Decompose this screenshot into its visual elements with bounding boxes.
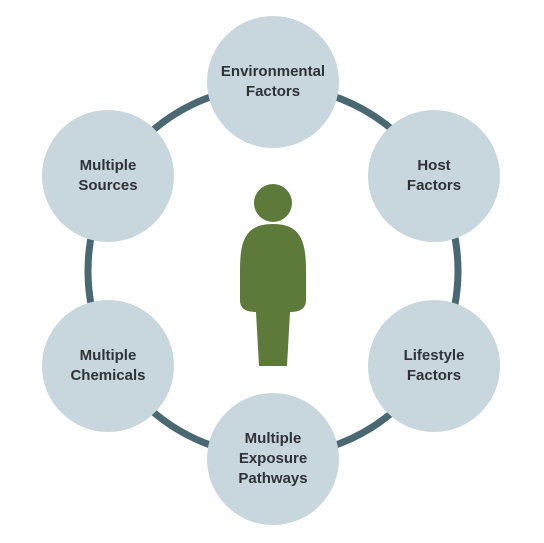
node-label: Multiple Sources [78, 157, 138, 194]
node-multiple-sources: Multiple Sources [42, 110, 174, 242]
node-label: Host Factors [406, 157, 462, 194]
node-host-factors: Host Factors [368, 110, 500, 242]
node-label: Multiple Chemicals [70, 347, 146, 384]
node-label: Lifestyle Factors [403, 347, 465, 384]
node-label: Environmental Factors [220, 63, 326, 100]
node-multiple-exposure-pathways: Multiple Exposure Pathways [207, 393, 339, 525]
person-silhouette-icon [240, 184, 306, 366]
node-label: Multiple Exposure Pathways [238, 430, 308, 487]
node-multiple-chemicals: Multiple Chemicals [42, 300, 174, 432]
node-lifestyle-factors: Lifestyle Factors [368, 300, 500, 432]
node-environmental-factors: Environmental Factors [207, 16, 339, 148]
